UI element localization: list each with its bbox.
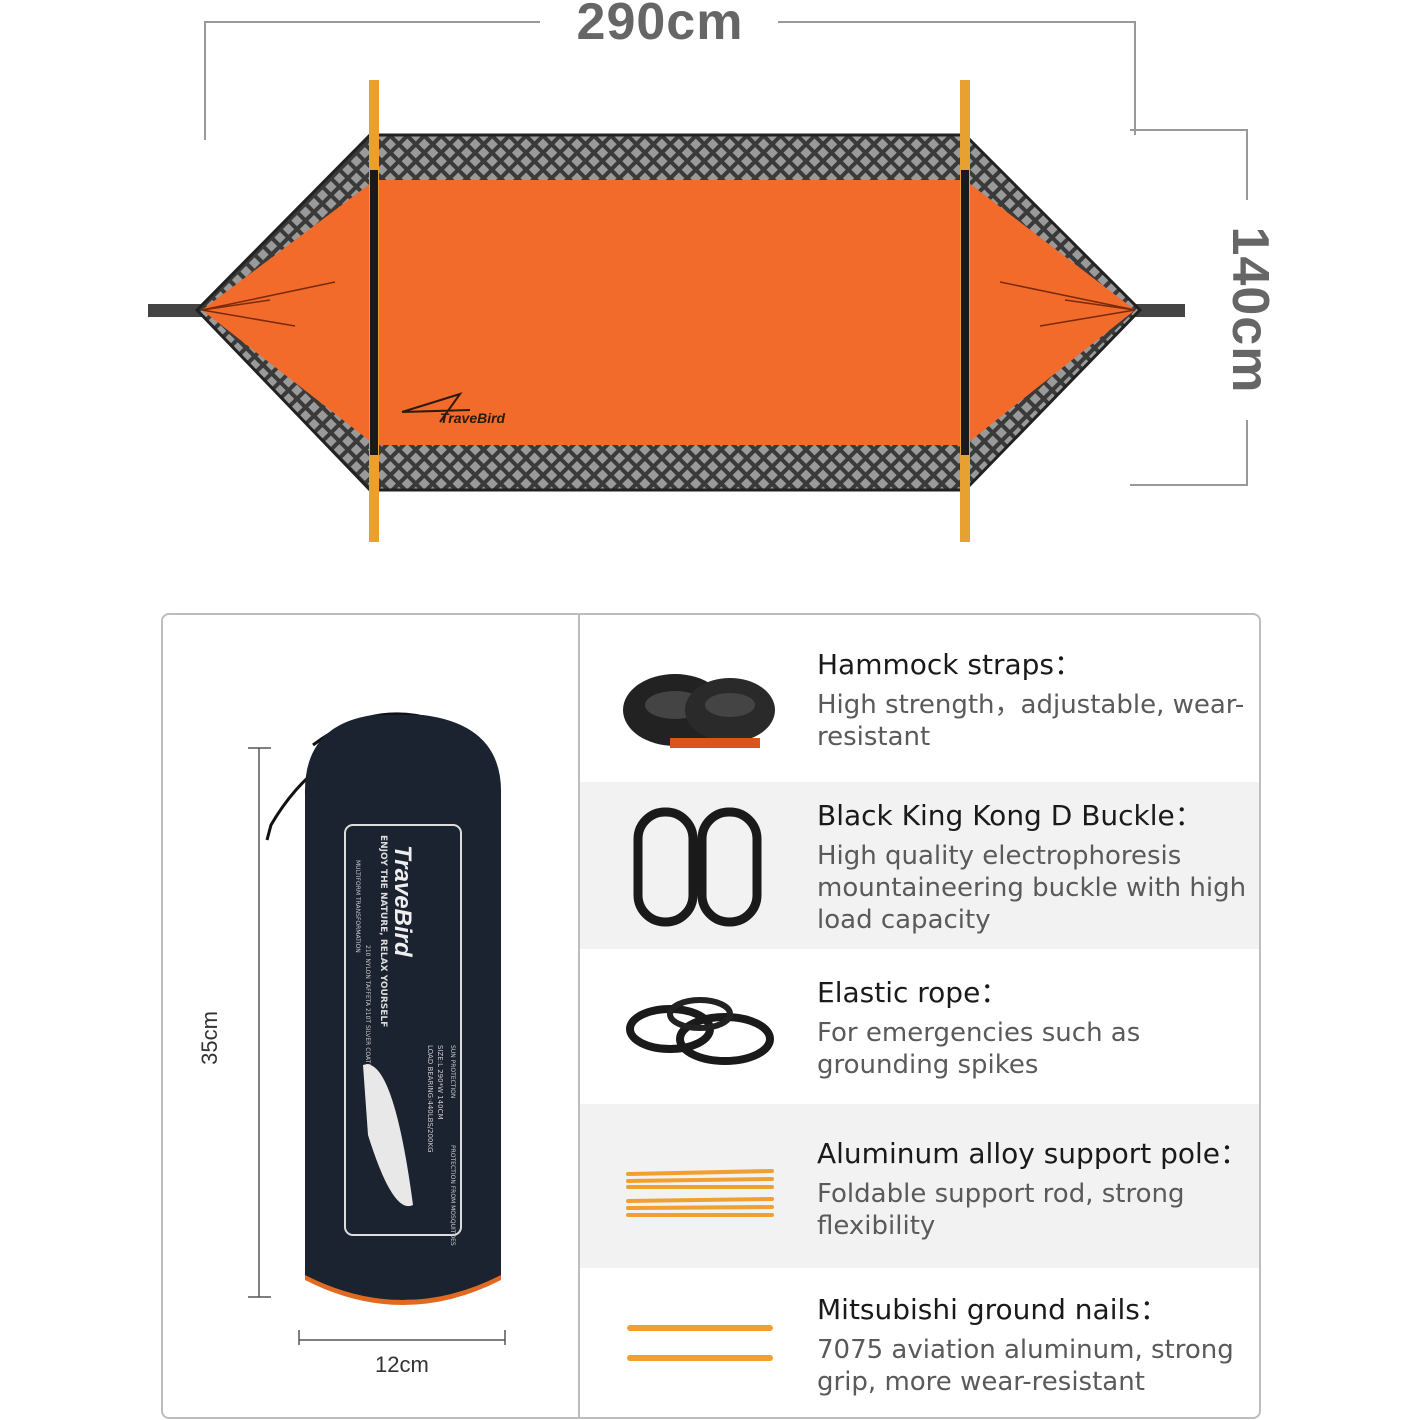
rope-icon <box>626 997 774 1065</box>
accessory-title: Aluminum alloy support pole： <box>817 1137 1249 1170</box>
left-rope <box>148 304 203 317</box>
accessory-item-rope: Elastic rope： For emergencies such as gr… <box>580 949 1259 1104</box>
bag-width-dimension <box>298 1330 506 1345</box>
hammock-diagram: TraveBird <box>148 21 1248 542</box>
accessory-desc: For emergencies such as grounding spikes <box>817 1018 1141 1080</box>
bag-feature-3: PROTECTION FROM MOSQUITOES <box>449 1145 456 1246</box>
pole-icon <box>626 1169 774 1217</box>
accessory-title: Black King Kong D Buckle： <box>817 799 1203 832</box>
length-label: 290cm <box>576 0 744 51</box>
bag-width-label: 12cm <box>375 1352 429 1377</box>
svg-text:TraveBird: TraveBird <box>440 410 506 426</box>
support-pole-right <box>960 80 970 542</box>
accessory-item-straps: Hammock straps： High strength，adjustable… <box>580 615 1259 782</box>
support-pole-left <box>369 80 379 542</box>
storage-bag-illustration: TraveBird ENJOY THE NATURE, RELAX YOURSE… <box>248 712 506 1345</box>
panel-divider <box>578 615 580 1417</box>
bag-slogan: ENJOY THE NATURE, RELAX YOURSELF <box>378 835 388 1027</box>
bag-size: SIZE:L 290*W 140CM <box>436 1045 444 1120</box>
bag-feature-2: SUN PROTECTION <box>449 1045 456 1098</box>
accessories-panel: TraveBird ENJOY THE NATURE, RELAX YOURSE… <box>161 613 1261 1419</box>
accessory-desc: High strength，adjustable, wear-resistant <box>817 690 1245 752</box>
stake-icon <box>627 1325 773 1361</box>
accessory-item-pole: Aluminum alloy support pole： Foldable su… <box>580 1104 1259 1268</box>
accessory-item-buckle: Black King Kong D Buckle： High quality e… <box>580 782 1259 949</box>
accessory-title: Hammock straps： <box>817 648 1083 681</box>
orange-hammock-body <box>202 180 1135 445</box>
accessory-title: Elastic rope： <box>817 976 1009 1009</box>
bag-feature-1: 210 NYLON TAFFETA 210T SILVER COATED <box>364 945 371 1072</box>
bag-load: LOAD BEARING:440LBS/200KG <box>426 1045 434 1153</box>
bag-body <box>304 715 502 1300</box>
width-dimension-line <box>1130 129 1248 486</box>
carabiner-icon <box>633 807 762 927</box>
bag-bottom <box>305 1265 501 1305</box>
right-rope <box>1135 304 1185 317</box>
accessory-item-nails: Mitsubishi ground nails： 7075 aviation a… <box>580 1268 1259 1417</box>
tension-lines <box>201 281 1136 327</box>
length-dimension-line <box>204 21 1136 140</box>
hammock-image-icon <box>363 1064 413 1207</box>
bag-height-dimension <box>248 747 271 1298</box>
strap-icon <box>623 674 775 748</box>
accessory-title: Mitsubishi ground nails： <box>817 1293 1168 1326</box>
bag-height-label: 35cm <box>196 1011 222 1065</box>
width-label: 140cm <box>1221 226 1279 394</box>
bag-feature-0: MULTIFORM TRANSFORMATION <box>354 860 361 953</box>
bag-label-panel <box>344 824 462 1236</box>
accessory-desc: 7075 aviation aluminum, strong grip, mor… <box>817 1335 1234 1397</box>
accessory-desc: High quality electrophoresis mountaineer… <box>817 841 1247 935</box>
bag-logo: TraveBird <box>389 845 416 958</box>
brand-logo: TraveBird <box>401 392 506 426</box>
accessory-desc: Foldable support rod, strong flexibility <box>817 1179 1185 1241</box>
